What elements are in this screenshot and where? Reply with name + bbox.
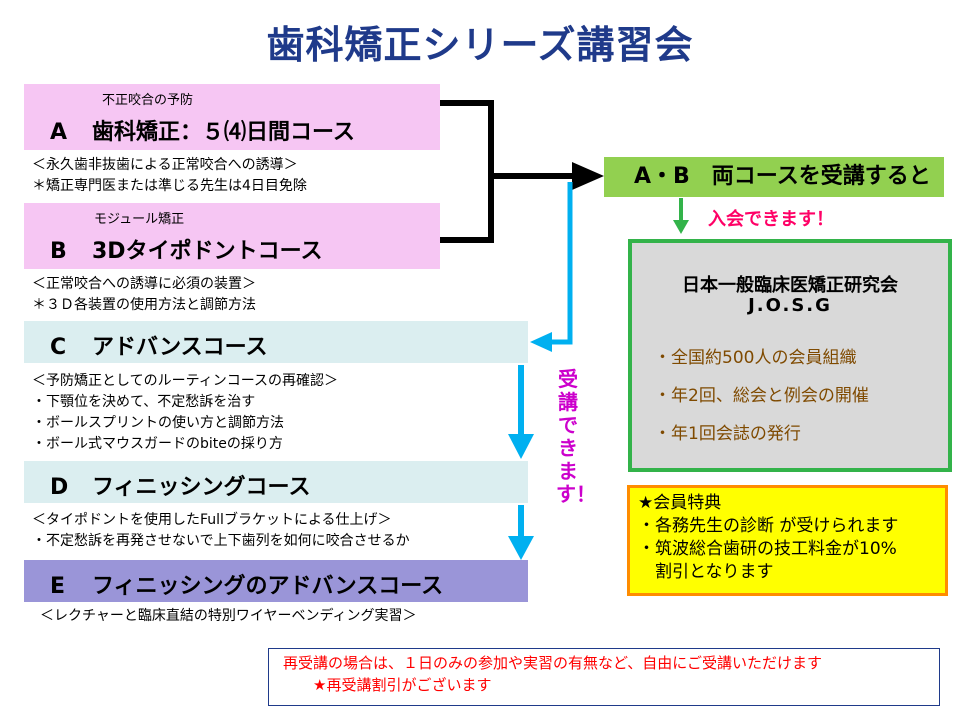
course-b-box: モジュール矯正 B 3Dタイポドントコース (24, 203, 440, 269)
course-b-subtitle: モジュール矯正 (94, 212, 185, 227)
course-c-note-1: ＜予防矯正としてのルーティンコースの再確認＞ (32, 373, 339, 389)
join-arrow-head (673, 220, 689, 234)
page-title: 歯科矯正シリーズ講習会 (266, 23, 694, 67)
course-c-title: アドバンスコース (92, 335, 268, 360)
retake-line-1: 再受講の場合は、１日のみの参加や実習の有無など、自由にご受講いただけます (283, 654, 822, 672)
join-text: 入会できます！ (708, 209, 834, 230)
course-e-title: フィニッシングのアドバンスコース (92, 574, 444, 599)
course-c-note-4: ・ボール式マウスガードのbiteの採り方 (32, 436, 283, 452)
course-c-box: C アドバンスコース (24, 321, 528, 363)
benefit-line-2: ・筑波総合歯研の技工料金が10% (638, 539, 897, 559)
course-d-note-1: ＜タイポドントを使用したFullブラケットによる仕上げ＞ (32, 512, 392, 528)
course-c-note-2: ・下顎位を決めて、不定愁訴を治す (32, 394, 256, 410)
course-d-name: D フィニッシングコース (50, 469, 310, 501)
course-d-box: D フィニッシングコース (24, 461, 528, 503)
course-c-note-3: ・ボールスプリントの使い方と調節方法 (32, 415, 284, 431)
retake-notice-box: 再受講の場合は、１日のみの参加や実習の有無など、自由にご受講いただけます ★再受… (268, 648, 940, 706)
course-a-note-2: ＊矯正専門医または準じる先生は4日目免除 (32, 178, 307, 194)
course-e-letter: E (50, 574, 66, 599)
arrow-to-result-head (572, 162, 604, 190)
blue-path-to-c (548, 182, 573, 345)
course-d-title: フィニッシングコース (92, 475, 311, 500)
josg-abbr: J.O.S.G (748, 295, 832, 316)
member-benefits-box: ★会員特典 ・各務先生の診断 が受けられます ・筑波総合歯研の技工料金が10% … (627, 485, 948, 596)
can-take-vertical-text: 受講できます！ (556, 367, 596, 506)
arrow-d-to-e-head (508, 536, 534, 560)
josg-box: 日本一般臨床医矯正研究会 J.O.S.G ・全国約500人の会員組織 ・年2回、… (628, 239, 952, 472)
course-b-letter: B (50, 239, 67, 264)
course-b-name: B 3Dタイポドントコース (50, 233, 322, 265)
josg-item-3: ・年1回会誌の発行 (654, 424, 801, 444)
benefit-line-3: 割引となります (638, 562, 774, 582)
retake-line-2: ★再受講割引がございます (283, 676, 492, 694)
course-a-note-1: ＜永久歯非抜歯による正常咬合への誘導＞ (32, 157, 298, 173)
arrow-c-to-d-head (508, 434, 534, 459)
course-b-title: 3Dタイポドントコース (92, 239, 323, 264)
course-c-letter: C (50, 335, 67, 360)
josg-item-1: ・全国約500人の会員組織 (654, 348, 857, 368)
course-b-note-1: ＜正常咬合への誘導に必須の装置＞ (32, 276, 256, 292)
course-a-name: A 歯科矯正：５⑷日間コース (50, 114, 355, 146)
course-c-name: C アドバンスコース (50, 329, 268, 361)
course-d-letter: D (50, 475, 69, 500)
course-e-name: E フィニッシングのアドバンスコース (50, 568, 443, 600)
benefits-heading: ★会員特典 (638, 493, 722, 513)
course-d-note-2: ・不定愁訴を再発させないで上下歯列を如何に咬合させるか (32, 533, 410, 549)
bracket-a-b (440, 100, 494, 243)
benefit-line-1: ・各務先生の診断 が受けられます (638, 516, 899, 536)
blue-arrow-to-c-head (530, 332, 552, 352)
course-a-title: 歯科矯正：５⑷日間コース (92, 120, 355, 145)
course-a-subtitle: 不正咬合の予防 (102, 93, 194, 108)
course-a-box: 不正咬合の予防 A 歯科矯正：５⑷日間コース (24, 84, 440, 150)
josg-item-2: ・年2回、総会と例会の開催 (654, 386, 869, 406)
josg-name: 日本一般臨床医矯正研究会 (682, 275, 898, 296)
course-e-note-1: ＜レクチャーと臨床直結の特別ワイヤーベンディング実習＞ (40, 608, 417, 624)
course-e-box: E フィニッシングのアドバンスコース (24, 560, 528, 602)
course-b-note-2: ＊３Ｄ各装置の使用方法と調節方法 (32, 297, 256, 313)
result-box: A・B 両コースを受講すると (604, 157, 944, 197)
course-a-letter: A (50, 120, 68, 145)
